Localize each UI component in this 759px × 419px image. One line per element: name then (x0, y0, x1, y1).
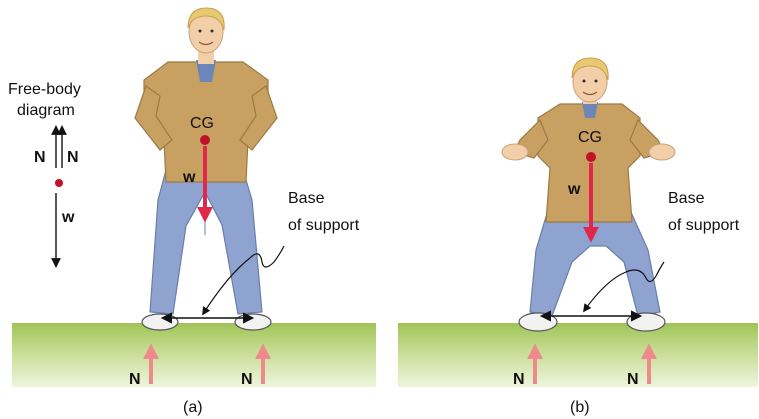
normal-label-b-left: N (513, 371, 525, 388)
base-label-line2-b: of support (668, 217, 740, 234)
caption-a: (a) (183, 399, 203, 416)
caption-b: (b) (570, 399, 590, 416)
jeans (530, 210, 660, 316)
person-crouching-figure (502, 58, 675, 331)
normal-label-a-right: N (241, 371, 253, 388)
fbd-weight-label: w (61, 209, 75, 226)
right-hand (649, 144, 675, 160)
cg-label-b: CG (578, 129, 602, 146)
base-label-line1-a: Base (288, 190, 325, 207)
cg-dot-a (200, 135, 210, 145)
left-shoe (142, 314, 178, 330)
fbd-normal-label-right: N (67, 149, 79, 166)
fbd-title-line1: Free-body (8, 81, 81, 98)
fbd-title-line2: diagram (17, 102, 75, 119)
left-hand (502, 144, 528, 160)
cg-label-a: CG (190, 115, 214, 132)
normal-label-b-right: N (627, 371, 639, 388)
free-body-diagram: Free-body diagram N N w (8, 81, 81, 266)
base-label-line2-a: of support (288, 217, 360, 234)
weight-label-b: w (567, 181, 581, 198)
ground-b (398, 323, 758, 387)
right-shoe (235, 314, 271, 330)
panel-b: CG w Base of support N N (b) (398, 58, 758, 416)
fbd-normal-label-left: N (34, 149, 46, 166)
cg-dot-b (586, 152, 596, 162)
fbd-cg-dot (55, 179, 63, 187)
base-label-line1-b: Base (668, 190, 705, 207)
weight-label-a: w (182, 169, 196, 186)
ground-a (12, 323, 376, 387)
normal-label-a-left: N (129, 371, 141, 388)
